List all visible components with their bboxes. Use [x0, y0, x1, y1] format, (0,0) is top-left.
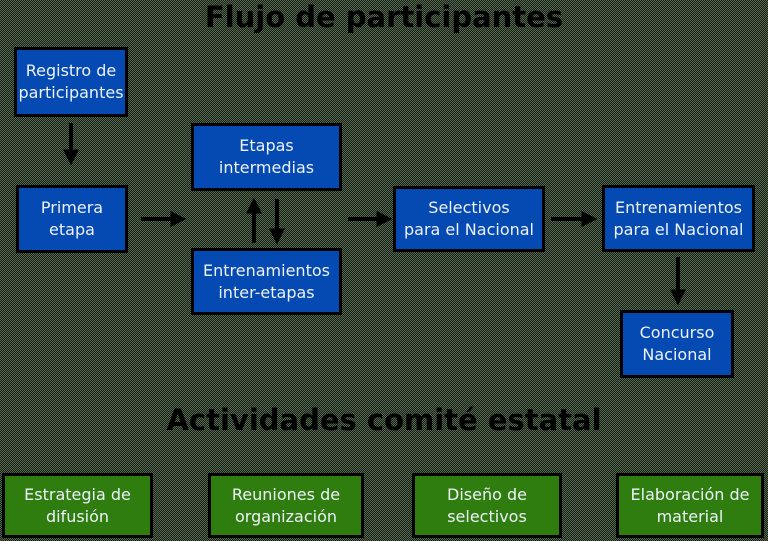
box-registro-participantes: Registro de participantes — [14, 47, 128, 117]
box-diseno-selectivos: Diseño de selectivos — [412, 473, 562, 538]
box-concurso-nacional: Concurso Nacional — [620, 310, 734, 378]
box-entrenamientos-nacional: Entrenamientos para el Nacional — [602, 185, 755, 252]
box-selectivos-nacional: Selectivos para el Nacional — [393, 186, 545, 252]
box-entrenamientos-inter-etapas: Entrenamientos inter-etapas — [191, 248, 342, 315]
box-etapas-intermedias: Etapas intermedias — [191, 123, 342, 191]
box-reuniones-organizacion: Reuniones de organización — [208, 473, 364, 538]
box-elaboracion-material: Elaboración de material — [616, 473, 764, 538]
box-primera-etapa: Primera etapa — [16, 185, 128, 253]
activities-title: Actividades comité estatal — [166, 403, 602, 437]
flow-title: Flujo de participantes — [204, 0, 564, 34]
box-estrategia-difusion: Estrategia de difusión — [2, 473, 153, 538]
